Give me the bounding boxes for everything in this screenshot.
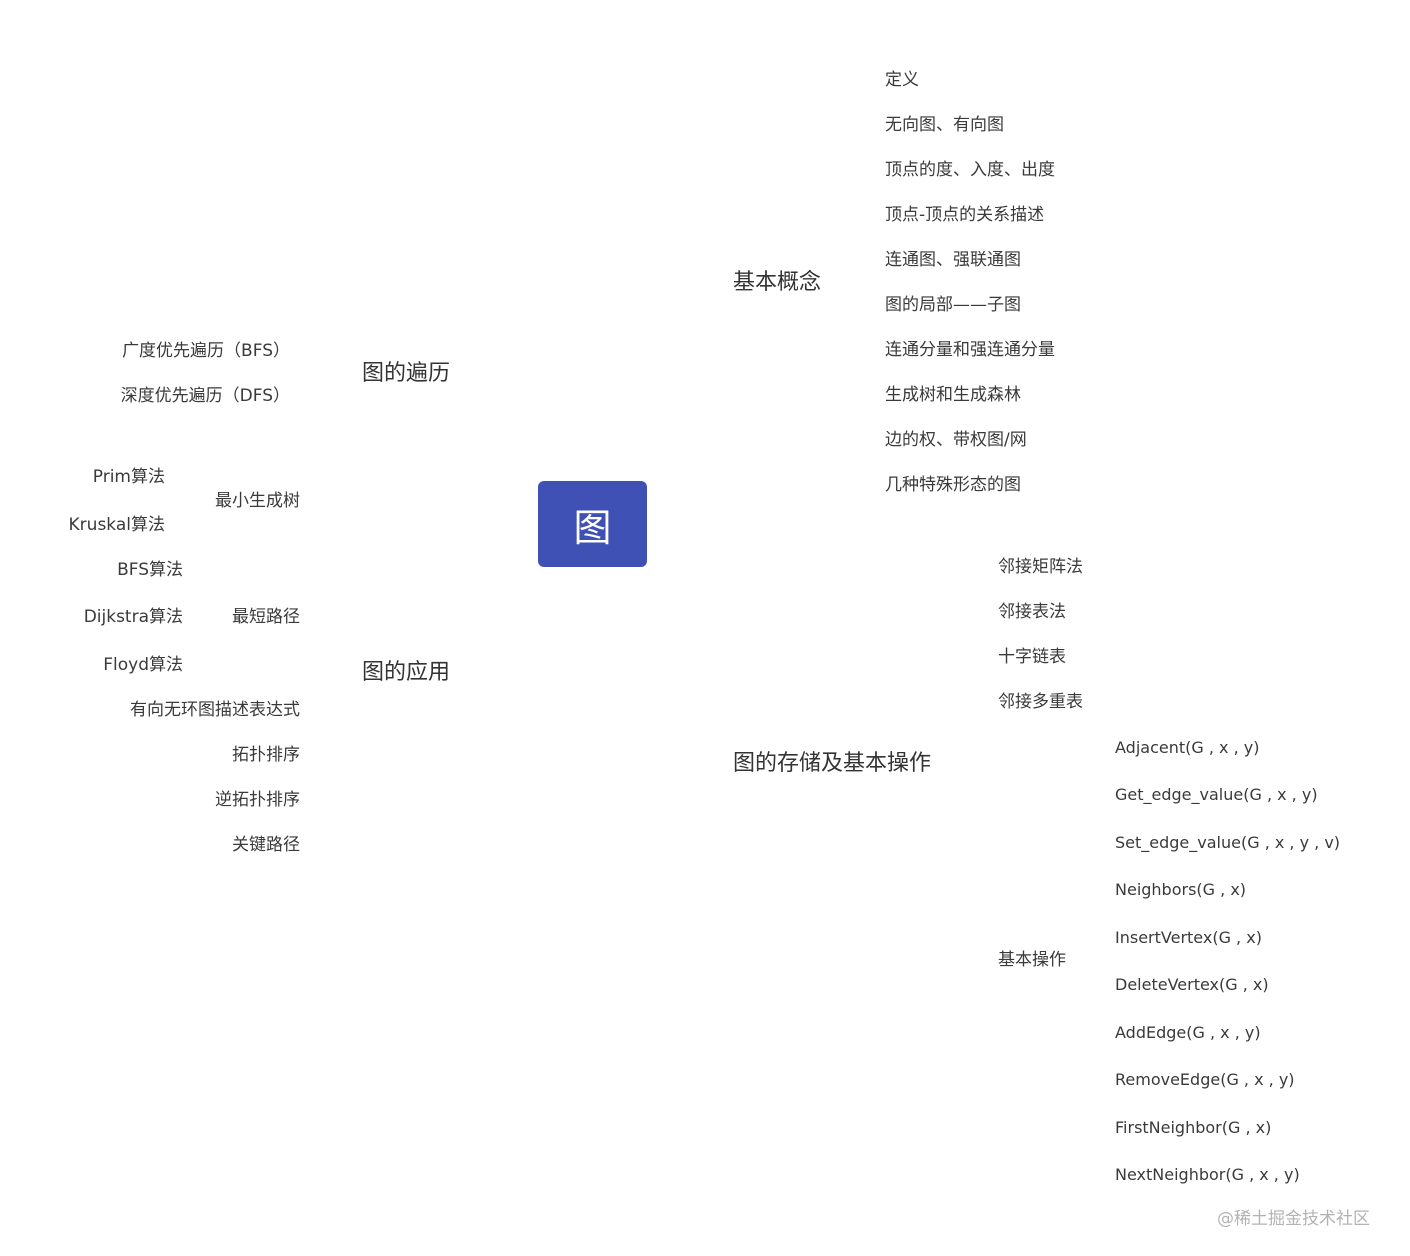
operation-item[interactable]: FirstNeighbor(G , x) [1115,1118,1272,1137]
storage-item[interactable]: 邻接多重表 [998,692,1083,712]
concept-item[interactable]: 无向图、有向图 [885,115,1004,135]
application-item[interactable]: 拓扑排序 [232,745,300,765]
branch-application[interactable]: 图的应用 [362,660,451,685]
storage-item[interactable]: 邻接表法 [998,602,1066,622]
operation-item[interactable]: RemoveEdge(G , x , y) [1115,1070,1295,1089]
operation-item[interactable]: DeleteVertex(G , x) [1115,975,1269,994]
mst-node[interactable]: 最小生成树 [215,491,300,511]
concept-item[interactable]: 顶点-顶点的关系描述 [885,205,1045,225]
operation-item[interactable]: AddEdge(G , x , y) [1115,1023,1261,1042]
operation-item[interactable]: InsertVertex(G , x) [1115,928,1262,947]
operation-item[interactable]: Adjacent(G , x , y) [1115,738,1260,757]
branch-traversal[interactable]: 图的遍历 [362,361,451,386]
shortest-path-item[interactable]: Dijkstra算法 [83,607,183,627]
basic-ops-node[interactable]: 基本操作 [998,950,1066,970]
operation-item[interactable]: NextNeighbor(G , x , y) [1115,1165,1300,1184]
branch-storage[interactable]: 图的存储及基本操作 [733,751,932,776]
root-label: 图 [573,505,612,550]
watermark: @稀土掘金技术社区 [1217,1209,1370,1229]
shortest-path-item[interactable]: Floyd算法 [103,655,183,675]
storage-item[interactable]: 十字链表 [998,647,1066,667]
operation-item[interactable]: Get_edge_value(G , x , y) [1115,785,1318,804]
traversal-item[interactable]: 广度优先遍历（BFS） [122,341,290,361]
concept-item[interactable]: 生成树和生成森林 [885,385,1021,405]
shortest-path-item[interactable]: BFS算法 [117,560,183,580]
concept-item[interactable]: 连通图、强联通图 [885,250,1021,270]
application-item[interactable]: 关键路径 [232,835,300,855]
concept-item[interactable]: 顶点的度、入度、出度 [885,160,1055,180]
application-item[interactable]: 逆拓扑排序 [215,790,300,810]
concept-item[interactable]: 连通分量和强连通分量 [885,340,1055,360]
concept-item[interactable]: 几种特殊形态的图 [885,475,1021,495]
concept-item[interactable]: 定义 [885,70,919,90]
shortest-path-node[interactable]: 最短路径 [232,607,300,627]
traversal-item[interactable]: 深度优先遍历（DFS） [120,386,290,406]
concept-item[interactable]: 边的权、带权图/网 [885,430,1027,450]
concept-item[interactable]: 图的局部——子图 [885,295,1021,315]
operation-item[interactable]: Set_edge_value(G , x , y , v) [1115,833,1341,852]
application-item[interactable]: 有向无环图描述表达式 [130,700,300,720]
storage-item[interactable]: 邻接矩阵法 [998,557,1083,577]
operation-item[interactable]: Neighbors(G , x) [1115,880,1247,899]
root-node[interactable]: 图 [538,481,647,567]
branch-basic-concepts[interactable]: 基本概念 [733,270,822,295]
mst-item[interactable]: Prim算法 [92,467,165,487]
mst-item[interactable]: Kruskal算法 [68,515,165,535]
